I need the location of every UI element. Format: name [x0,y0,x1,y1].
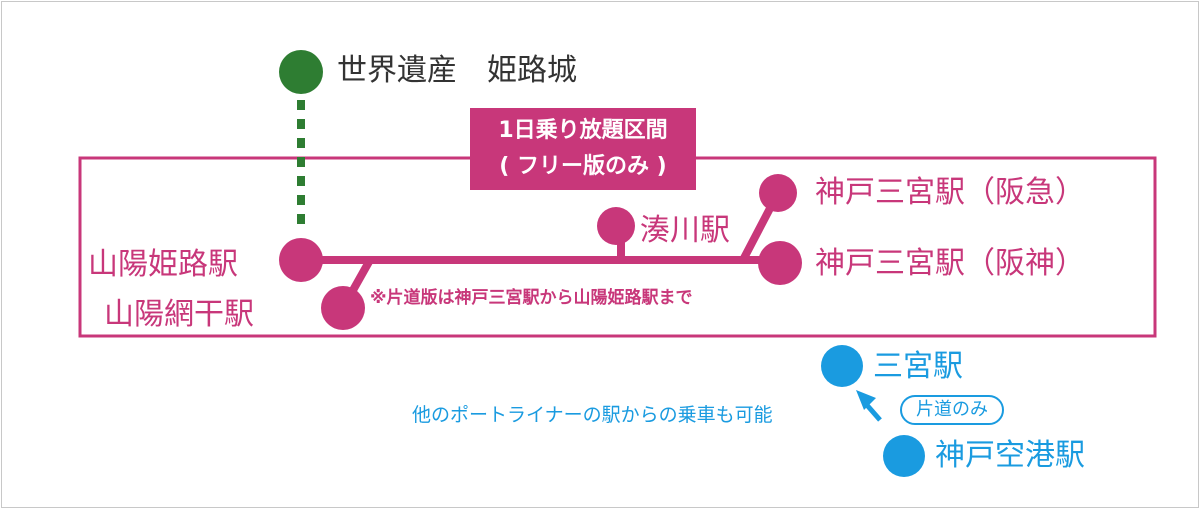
portliner-note: 他のポートライナーの駅からの乗車も可能 [412,404,773,426]
sanyo-himeji-label: 山陽姫路駅 [88,247,238,282]
oneway-version-note: ※片道版は神戸三宮駅から山陽姫路駅まで [370,288,693,308]
sannomiya-marker [821,345,863,387]
free-zone-title: 1日乗り放題区間 [498,118,668,143]
kobe-sannomiya-hanshin-label: 神戸三宮駅（阪神） [815,246,1085,281]
kobe-sannomiya-hankyu-marker [759,174,797,212]
sannomiya-label: 三宮駅 [873,349,963,384]
kobe-airport-label: 神戸空港駅 [935,438,1085,473]
himeji-castle-label: 世界遺産 姫路城 [337,53,577,88]
free-zone-badge: 1日乗り放題区間 ( フリー版のみ ) [470,108,696,190]
kobe-airport-marker [883,435,925,477]
minatogawa-label: 湊川駅 [640,213,730,248]
minatogawa-marker [597,207,635,245]
kobe-sannomiya-hankyu-label: 神戸三宮駅（阪急） [815,175,1085,210]
oneway-arrow-icon [856,390,882,422]
sanyo-aboshi-label: 山陽網干駅 [104,297,254,332]
sanyo-himeji-marker [279,238,323,282]
free-zone-subtitle: ( フリー版のみ ) [499,154,667,179]
himeji-castle-marker [279,50,323,94]
kobe-sannomiya-hanshin-marker [758,241,802,285]
oneway-badge: 片道のみ [900,395,1004,425]
sanyo-aboshi-marker [321,286,365,330]
